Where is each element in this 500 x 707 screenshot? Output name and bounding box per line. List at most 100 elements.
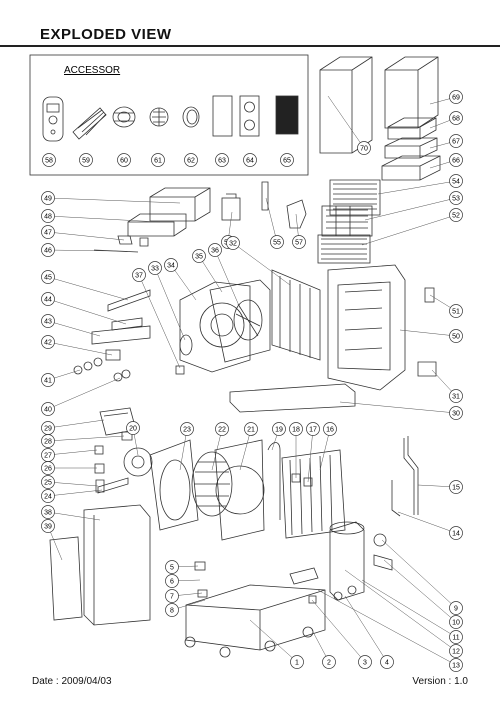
tray-49 (149, 187, 211, 222)
callout-circle (165, 574, 179, 588)
callout-circle (289, 422, 303, 436)
callout-54: 54 (449, 174, 463, 188)
leader-line (317, 589, 457, 666)
callout-53: 53 (449, 191, 463, 205)
leader-line (47, 435, 125, 442)
filter-53 (321, 205, 373, 237)
callout-number: 32 (229, 241, 237, 248)
accessory-remote (42, 96, 64, 142)
callout-number: 57 (295, 240, 303, 247)
part-26 (94, 463, 105, 474)
callout-number: 21 (247, 427, 255, 434)
callout-7: 7 (165, 589, 179, 603)
leader-line (364, 197, 457, 221)
cover-30 (229, 383, 356, 413)
callout-50: 50 (449, 329, 463, 343)
leader-line (344, 595, 388, 663)
callout-circle (449, 153, 463, 167)
leader-line (47, 489, 103, 497)
callout-28: 28 (41, 434, 55, 448)
callout-circle (148, 261, 162, 275)
leader-line (179, 428, 188, 471)
accessor-label: ACCESSOR (64, 65, 120, 76)
foam-68 (387, 117, 437, 140)
leader-line (47, 511, 101, 521)
callout-31: 31 (449, 389, 463, 403)
callout-39: 39 (41, 519, 55, 533)
callout-15: 15 (449, 480, 463, 494)
callout-number: 13 (452, 663, 460, 670)
valve-9 (373, 533, 387, 547)
part-31 (417, 361, 437, 377)
callout-32: 32 (226, 236, 240, 250)
window-42 (105, 349, 121, 361)
leader-line (307, 428, 314, 483)
bracket-24 (97, 477, 129, 494)
leader-line (47, 298, 127, 325)
leader-line (361, 214, 457, 246)
leader-line (339, 401, 457, 414)
leader-line (198, 255, 223, 293)
callout-33: 33 (148, 261, 162, 275)
volute-21 (214, 439, 265, 541)
sensor-55 (261, 181, 269, 211)
callout-circle (449, 526, 463, 540)
fan-shroud-23 (149, 439, 199, 531)
callout-45: 45 (41, 270, 55, 284)
rear-housing-50 (327, 264, 406, 391)
callout-circle (132, 268, 146, 282)
leader-line (47, 419, 105, 429)
callout-number: 9 (454, 606, 458, 613)
callout-number: 60 (120, 158, 128, 165)
callout-11: 11 (449, 630, 463, 644)
callout-37: 37 (132, 268, 146, 282)
capacitor-25 (95, 479, 105, 493)
foam-67 (384, 137, 438, 159)
callout-number: 61 (154, 158, 162, 165)
callout-66: 66 (449, 153, 463, 167)
callout-67: 67 (449, 134, 463, 148)
condenser-32 (271, 269, 321, 361)
callout-number: 15 (452, 485, 460, 492)
leader-line (154, 267, 186, 341)
callout-number: 20 (129, 426, 137, 433)
base-1 (185, 584, 326, 651)
leader-line (397, 511, 457, 534)
accessory-adapter (112, 106, 136, 128)
callout-number: 69 (452, 95, 460, 102)
callout-circle (449, 208, 463, 222)
callout-number: 22 (218, 427, 226, 434)
callout-circle (41, 434, 55, 448)
callout-number: 68 (452, 116, 460, 123)
callout-42: 42 (41, 335, 55, 349)
motor-33 (179, 334, 193, 356)
callout-number: 2 (327, 660, 331, 667)
callout-number: 40 (44, 407, 52, 414)
callout-20: 20 (126, 421, 140, 435)
leader-line (138, 274, 181, 369)
callout-number: 37 (135, 273, 143, 280)
part-57 (286, 199, 307, 229)
caster-b (219, 646, 231, 658)
callout-circle (290, 655, 304, 669)
callout-9: 9 (449, 601, 463, 615)
callout-number: 65 (283, 158, 291, 165)
callout-55: 55 (270, 235, 284, 249)
callout-number: 51 (452, 309, 460, 316)
callout-circle (306, 422, 320, 436)
callout-46: 46 (41, 243, 55, 257)
leader-line (214, 249, 241, 309)
callout-38: 38 (41, 505, 55, 519)
callout-circle (449, 601, 463, 615)
callout-58: 58 (42, 153, 56, 167)
callout-number: 25 (44, 480, 52, 487)
leader-line (361, 579, 457, 638)
leader-line (265, 197, 278, 243)
callout-number: 16 (326, 427, 334, 434)
callout-52: 52 (449, 208, 463, 222)
callout-circle (165, 589, 179, 603)
callout-circle (41, 314, 55, 328)
callout-circle (280, 153, 294, 167)
carton-70 (319, 56, 373, 154)
leader-line (47, 341, 113, 356)
